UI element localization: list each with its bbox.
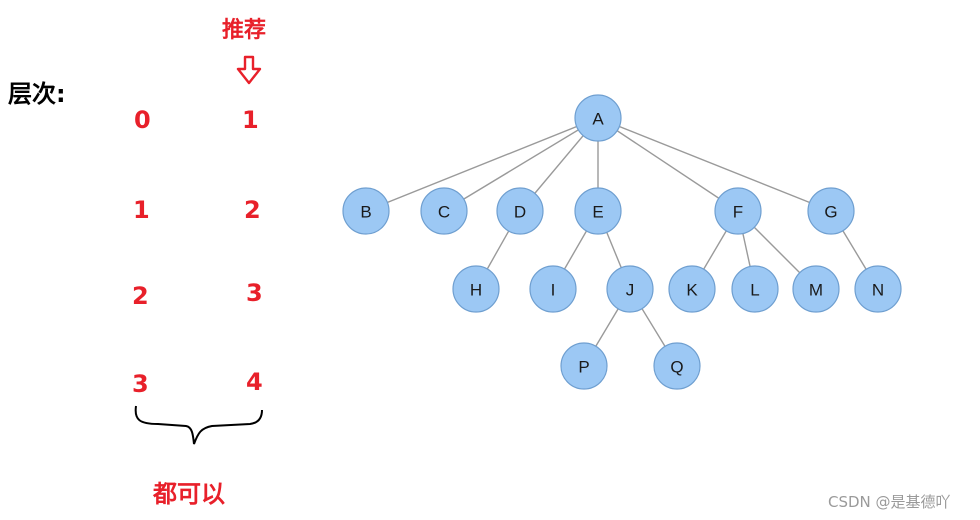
- column-a-value: 2: [132, 282, 149, 310]
- column-a-value: 3: [132, 370, 149, 398]
- tree-edge-A-G: [597, 117, 832, 212]
- tree-node-circle: [653, 342, 701, 390]
- tree-node-K: K: [668, 265, 716, 313]
- tree-node-label: Q: [670, 358, 683, 377]
- tree-node-circle: [731, 265, 779, 313]
- tree-node-F: F: [714, 187, 762, 235]
- tree-node-circle: [792, 265, 840, 313]
- tree-node-label: D: [514, 203, 526, 222]
- tree-node-circle: [496, 187, 544, 235]
- tree-node-label: K: [686, 281, 698, 300]
- tree-node-I: I: [529, 265, 577, 313]
- tree-node-label: E: [592, 203, 603, 222]
- tree-node-label: L: [750, 281, 759, 300]
- either-label: 都可以: [153, 480, 225, 508]
- tree-node-B: B: [342, 187, 390, 235]
- tree-node-circle: [807, 187, 855, 235]
- tree-edge-A-F: [597, 117, 739, 212]
- tree-node-circle: [606, 265, 654, 313]
- column-b-value: 1: [242, 106, 259, 134]
- column-a-value: 1: [133, 196, 150, 224]
- tree-node-circle: [714, 187, 762, 235]
- tree-node-label: J: [626, 281, 635, 300]
- tree-node-Q: Q: [653, 342, 701, 390]
- tree-node-L: L: [731, 265, 779, 313]
- column-b-value: 3: [246, 279, 263, 307]
- tree-node-G: G: [807, 187, 855, 235]
- column-b-value: 4: [246, 368, 263, 396]
- tree-node-circle: [668, 265, 716, 313]
- watermark: CSDN @是基德吖: [828, 493, 951, 511]
- tree-node-C: C: [420, 187, 468, 235]
- tree-node-label: F: [733, 203, 743, 222]
- tree-node-A: A: [574, 94, 622, 142]
- tree-node-H: H: [452, 265, 500, 313]
- tree-node-N: N: [854, 265, 902, 313]
- recommend-label: 推荐: [222, 18, 267, 43]
- column-a-value: 0: [134, 106, 151, 134]
- tree-diagram: A B C D E F G H I J K L M N P Q: [342, 94, 902, 390]
- tree-node-label: M: [809, 281, 823, 300]
- tree-node-P: P: [560, 342, 608, 390]
- tree-node-label: N: [872, 281, 884, 300]
- tree-node-circle: [574, 187, 622, 235]
- tree-node-circle: [529, 265, 577, 313]
- tree-node-label: A: [592, 110, 604, 129]
- tree-node-label: H: [470, 281, 482, 300]
- level-label: 层次:: [8, 80, 66, 108]
- tree-node-M: M: [792, 265, 840, 313]
- column-b-value: 2: [244, 196, 261, 224]
- tree-node-circle: [420, 187, 468, 235]
- tree-node-label: P: [578, 358, 589, 377]
- tree-node-label: G: [824, 203, 837, 222]
- down-arrow-icon: [236, 55, 262, 85]
- tree-node-circle: [854, 265, 902, 313]
- tree-edge-A-C: [443, 117, 599, 212]
- brace-icon: [134, 405, 263, 445]
- tree-node-label: C: [438, 203, 450, 222]
- tree-edge-A-B: [365, 117, 599, 212]
- tree-node-label: I: [551, 281, 556, 300]
- tree-node-circle: [452, 265, 500, 313]
- tree-node-circle: [560, 342, 608, 390]
- tree-node-circle: [342, 187, 390, 235]
- tree-node-label: B: [360, 203, 371, 222]
- tree-node-J: J: [606, 265, 654, 313]
- tree-node-E: E: [574, 187, 622, 235]
- tree-node-circle: [574, 94, 622, 142]
- tree-node-D: D: [496, 187, 544, 235]
